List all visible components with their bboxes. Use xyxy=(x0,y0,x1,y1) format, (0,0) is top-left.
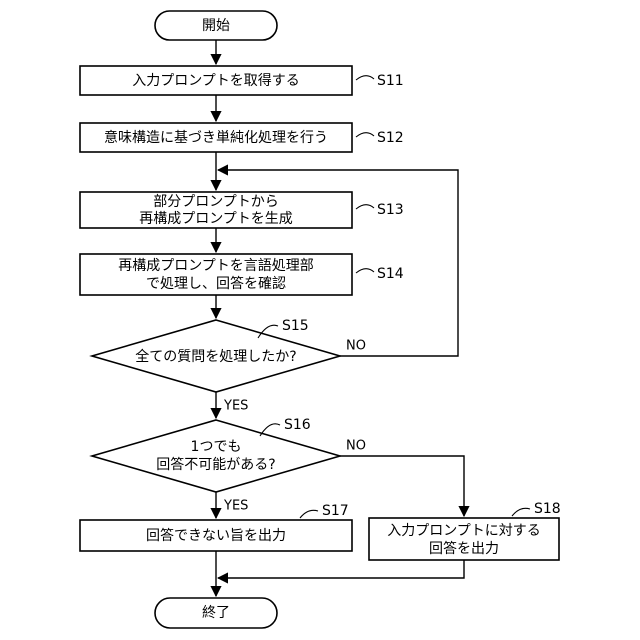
s15-text: 全ての質問を処理したか? xyxy=(135,348,296,365)
s15-no-label: NO xyxy=(346,339,366,354)
edge-s18-merge xyxy=(218,560,464,578)
s13-text-line1: 部分プロンプトから xyxy=(153,194,279,210)
s15-yes-label: YES xyxy=(223,399,248,414)
end-terminal: 終了 xyxy=(155,598,277,628)
s16-text-line1: 1つでも xyxy=(191,439,242,455)
s15-label: S15 xyxy=(282,318,309,334)
end-text: 終了 xyxy=(202,605,230,621)
s17-label: S17 xyxy=(322,503,349,519)
s18-text-line1: 入力プロンプトに対する xyxy=(387,523,541,539)
process-s12: 意味構造に基づき単純化処理を行う xyxy=(80,123,352,152)
s12-text: 意味構造に基づき単純化処理を行う xyxy=(104,129,328,146)
s18-text-line2: 回答を出力 xyxy=(429,540,499,557)
s17-text: 回答できない旨を出力 xyxy=(146,527,286,544)
s16-yes-label: YES xyxy=(223,499,248,514)
s12-label: S12 xyxy=(377,130,404,146)
s11-label: S11 xyxy=(377,73,404,89)
s13-text-line2: 再構成プロンプトを生成 xyxy=(139,211,293,227)
leader-s17 xyxy=(300,510,318,518)
process-s14: 再構成プロンプトを言語処理部 で処理し、回答を確認 xyxy=(80,254,352,295)
s18-label: S18 xyxy=(534,501,561,517)
process-s11: 入力プロンプトを取得する xyxy=(80,66,352,95)
edge-s16-no-s18 xyxy=(340,456,464,516)
s14-text-line2: で処理し、回答を確認 xyxy=(146,275,286,292)
process-s13: 部分プロンプトから 再構成プロンプトを生成 xyxy=(80,192,352,228)
s14-text-line1: 再構成プロンプトを言語処理部 xyxy=(118,258,314,274)
leader-s14 xyxy=(356,269,374,273)
start-terminal: 開始 xyxy=(155,11,277,40)
s13-label: S13 xyxy=(377,202,404,218)
s16-no-label: NO xyxy=(346,439,366,454)
leader-s12 xyxy=(356,133,374,137)
leader-s13 xyxy=(356,205,374,209)
s16-label: S16 xyxy=(284,417,311,433)
process-s18: 入力プロンプトに対する 回答を出力 xyxy=(369,518,559,560)
leader-s11 xyxy=(356,76,374,80)
process-s17: 回答できない旨を出力 xyxy=(80,520,352,551)
s16-text-line2: 回答不可能がある? xyxy=(156,456,275,473)
start-text: 開始 xyxy=(202,18,230,34)
leader-s18 xyxy=(512,508,530,516)
s14-label: S14 xyxy=(377,266,404,282)
s11-text: 入力プロンプトを取得する xyxy=(132,72,300,89)
